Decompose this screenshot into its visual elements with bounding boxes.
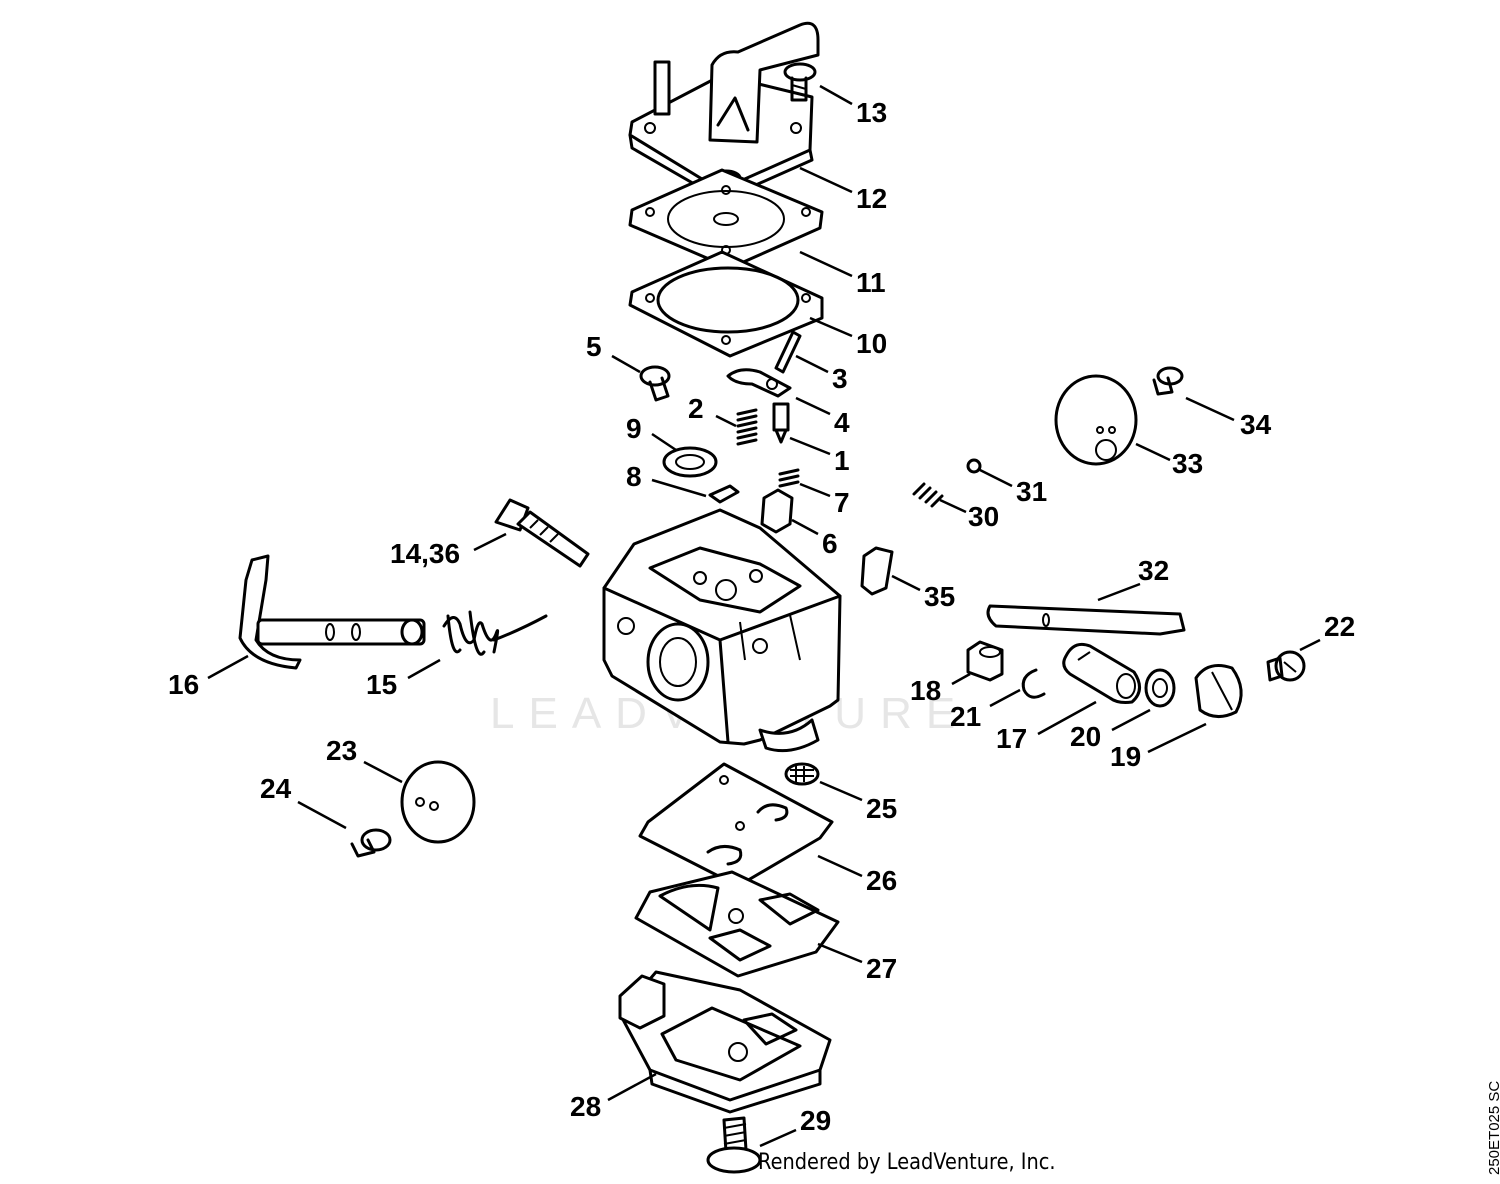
callout-3: 3 bbox=[832, 363, 848, 394]
part-choke-lever[interactable] bbox=[1062, 642, 1141, 704]
part-pump-diaphragm[interactable] bbox=[628, 168, 824, 270]
callout-8: 8 bbox=[626, 461, 642, 492]
callout-7: 7 bbox=[834, 487, 850, 518]
part-detent-spring[interactable] bbox=[912, 482, 944, 508]
callout-10: 10 bbox=[856, 328, 887, 359]
part-shaft-sleeve[interactable] bbox=[860, 546, 894, 596]
callout-25: 25 bbox=[866, 793, 897, 824]
part-choke-shaft[interactable] bbox=[986, 604, 1186, 636]
callout-1: 1 bbox=[834, 445, 850, 476]
part-e-clip[interactable] bbox=[1021, 668, 1046, 699]
callout-35: 35 bbox=[924, 581, 955, 612]
part-control-lever[interactable] bbox=[726, 368, 792, 398]
callout-26: 26 bbox=[866, 865, 897, 896]
part-metering-gasket[interactable] bbox=[634, 870, 840, 978]
part-throttle-shaft[interactable] bbox=[238, 554, 426, 670]
callout-23: 23 bbox=[326, 735, 357, 766]
callout-11: 11 bbox=[856, 267, 886, 298]
part-seal[interactable] bbox=[708, 484, 740, 504]
callout-14-36: 14,36 bbox=[390, 538, 460, 569]
callout-15: 15 bbox=[366, 669, 397, 700]
part-torsion-spring[interactable] bbox=[442, 610, 548, 656]
callout-20: 20 bbox=[1070, 721, 1101, 752]
part-fuel-screen[interactable] bbox=[784, 762, 820, 786]
part-choke-cap[interactable] bbox=[1194, 664, 1243, 718]
callout-34: 34 bbox=[1240, 409, 1272, 440]
callout-4: 4 bbox=[834, 407, 850, 438]
callout-labels: 13 12 11 10 5 3 4 2 9 1 8 7 6 14,36 16 1… bbox=[168, 97, 1355, 1136]
part-ring-gasket[interactable] bbox=[662, 446, 718, 478]
callout-24: 24 bbox=[260, 773, 292, 804]
callout-19: 19 bbox=[1110, 741, 1141, 772]
callout-30: 30 bbox=[968, 501, 999, 532]
part-end-cover-screw[interactable] bbox=[1152, 366, 1184, 396]
carburetor-body[interactable] bbox=[602, 508, 842, 753]
leader-lines bbox=[207, 84, 1321, 1148]
callout-29: 29 bbox=[800, 1105, 831, 1136]
diagram-code: 250ET025 SC bbox=[1486, 1080, 1500, 1175]
part-pump-gasket[interactable] bbox=[628, 250, 824, 358]
part-detent-ball[interactable] bbox=[966, 458, 982, 474]
callout-28: 28 bbox=[570, 1091, 601, 1122]
callout-16: 16 bbox=[168, 669, 199, 700]
render-credit: Rendered by LeadVenture, Inc. bbox=[758, 1150, 1056, 1175]
callout-33: 33 bbox=[1172, 448, 1203, 479]
part-throttle-end-cover[interactable] bbox=[400, 760, 476, 844]
part-metering-diaphragm[interactable] bbox=[638, 762, 834, 888]
part-adjusting-screw[interactable] bbox=[494, 498, 590, 568]
callout-27: 27 bbox=[866, 953, 897, 984]
callout-2: 2 bbox=[688, 393, 704, 424]
part-throttle-cover-screw[interactable] bbox=[350, 828, 392, 858]
part-sleeve[interactable] bbox=[760, 488, 794, 534]
callout-17: 17 bbox=[996, 723, 1027, 754]
part-washer[interactable] bbox=[1144, 668, 1176, 708]
part-choke-screw[interactable] bbox=[1266, 650, 1306, 682]
part-lever-spring[interactable] bbox=[736, 408, 758, 446]
callout-9: 9 bbox=[626, 413, 642, 444]
callout-21: 21 bbox=[950, 701, 981, 732]
part-end-cover[interactable] bbox=[1054, 374, 1138, 466]
part-cover-screw[interactable] bbox=[783, 62, 817, 102]
part-metering-cover-screw[interactable] bbox=[706, 1116, 762, 1174]
callout-5: 5 bbox=[586, 331, 602, 362]
callout-31: 31 bbox=[1016, 476, 1047, 507]
part-bushing[interactable] bbox=[966, 640, 1004, 682]
part-small-spring[interactable] bbox=[778, 468, 800, 488]
part-pin[interactable] bbox=[774, 330, 802, 374]
part-inlet-needle[interactable] bbox=[772, 402, 790, 444]
callout-13: 13 bbox=[856, 97, 887, 128]
callout-12: 12 bbox=[856, 183, 887, 214]
callout-18: 18 bbox=[910, 675, 941, 706]
part-lever-screw[interactable] bbox=[639, 365, 671, 402]
callout-32: 32 bbox=[1138, 555, 1169, 586]
part-metering-cover[interactable] bbox=[618, 970, 832, 1114]
callout-22: 22 bbox=[1324, 611, 1355, 642]
callout-6: 6 bbox=[822, 528, 838, 559]
